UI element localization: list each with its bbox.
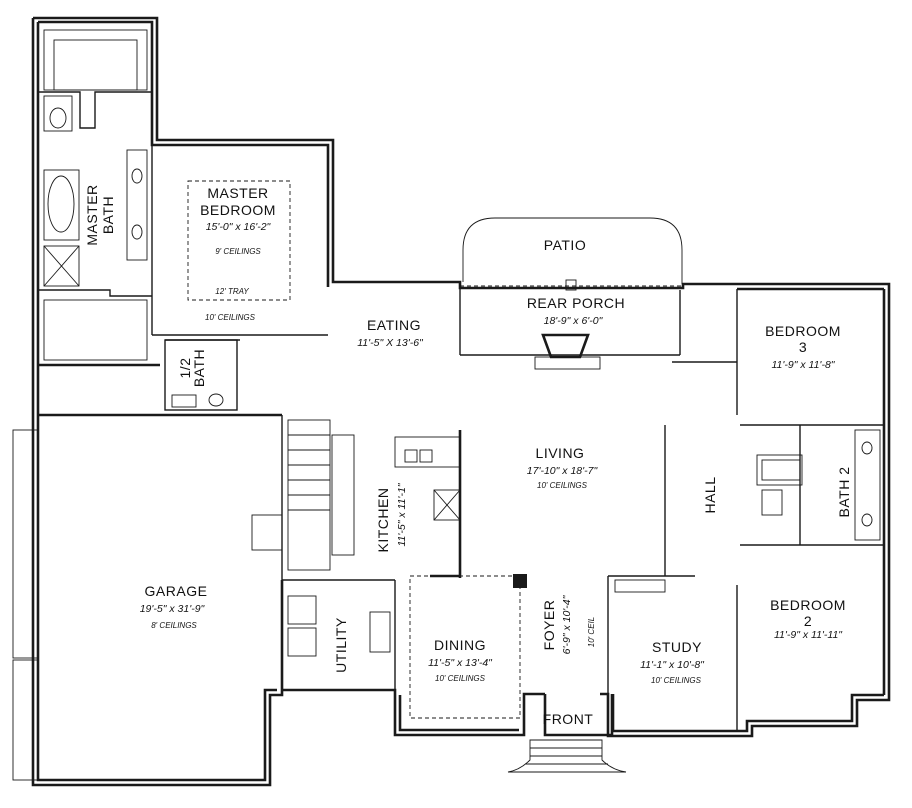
study-walls bbox=[607, 576, 666, 694]
master-bedroom-label-1: MASTER bbox=[207, 185, 268, 201]
bedroom3-dims: 11'-9" x 11'-8" bbox=[771, 359, 835, 371]
hall-label: HALL bbox=[702, 476, 718, 513]
dining-walls bbox=[394, 574, 527, 719]
half-bath-label-1: 1/2 bbox=[177, 358, 193, 379]
front-steps bbox=[507, 694, 627, 773]
master-bath-label-2: BATH bbox=[100, 196, 116, 234]
patio-label: PATIO bbox=[544, 237, 586, 253]
living-dims: 17'-10" x 18'-7" bbox=[527, 465, 599, 477]
garage-dims: 19'-5" x 31'-9" bbox=[140, 603, 206, 615]
master-bedroom-dims: 15'-0" x 16'-2" bbox=[206, 221, 272, 233]
master-bedroom-ceiling: 9' CEILINGS bbox=[215, 247, 261, 256]
living-ceiling: 10' CEILINGS bbox=[537, 481, 588, 490]
front-label: FRONT bbox=[543, 711, 594, 727]
room-labels: MASTER BATH MASTER BEDROOM 15'-0" x 16'-… bbox=[84, 184, 852, 727]
master-bedroom-ceiling2: 10' CEILINGS bbox=[205, 313, 256, 322]
garage-label: GARAGE bbox=[145, 583, 208, 599]
bedroom2-dims: 11'-9" x 11'-11" bbox=[774, 629, 843, 641]
exterior-walls bbox=[31, 16, 891, 787]
patio-porch bbox=[459, 217, 683, 370]
eating-dims: 11'-5" X 13'-6" bbox=[357, 337, 424, 349]
half-bath-label-2: BATH bbox=[191, 349, 207, 387]
foyer-ceiling: 10' CEIL bbox=[587, 617, 596, 647]
bedroom3-label-2: 3 bbox=[799, 339, 807, 355]
master-bedroom-label-2: BEDROOM bbox=[200, 202, 276, 218]
garage-ceiling: 8' CEILINGS bbox=[151, 621, 197, 630]
study-dims: 11'-1" x 10'-8" bbox=[640, 659, 705, 671]
dining-ceiling: 10' CEILINGS bbox=[435, 674, 486, 683]
bedroom2-label-2: 2 bbox=[804, 613, 812, 629]
bath2-label: BATH 2 bbox=[836, 467, 852, 518]
dining-dims: 11'-5" x 13'-4" bbox=[428, 657, 493, 669]
bedroom3-label-1: BEDROOM bbox=[765, 323, 841, 339]
stairs bbox=[251, 419, 331, 571]
master-bedroom-walls bbox=[151, 145, 328, 341]
utility-fixtures bbox=[287, 595, 391, 657]
dining-label: DINING bbox=[434, 637, 486, 653]
kitchen-label: KITCHEN bbox=[375, 488, 391, 553]
utility-label: UTILITY bbox=[333, 617, 349, 673]
foyer-dims: 6'-9" x 10'-4" bbox=[561, 594, 573, 654]
bath2-fixtures bbox=[740, 424, 884, 546]
living-label: LIVING bbox=[536, 445, 585, 461]
study-ceiling: 10' CEILINGS bbox=[651, 676, 702, 685]
master-bath-fixtures bbox=[38, 29, 160, 367]
living-hall-walls bbox=[608, 289, 738, 731]
foyer-label: FOYER bbox=[541, 600, 557, 651]
garage-walls bbox=[12, 413, 395, 781]
kitchen-dims: 11'-5" x 11'-1" bbox=[396, 482, 408, 546]
eating-label: EATING bbox=[367, 317, 421, 333]
rear-porch-label: REAR PORCH bbox=[527, 295, 625, 311]
half-bath-walls bbox=[164, 339, 238, 411]
rear-porch-dims: 18'-9" x 6'-0" bbox=[544, 315, 604, 327]
bedroom2-label-1: BEDROOM bbox=[770, 597, 846, 613]
master-bath-label-1: MASTER bbox=[84, 184, 100, 245]
study-label: STUDY bbox=[652, 639, 702, 655]
master-bedroom-tray: 12' TRAY bbox=[215, 287, 249, 296]
